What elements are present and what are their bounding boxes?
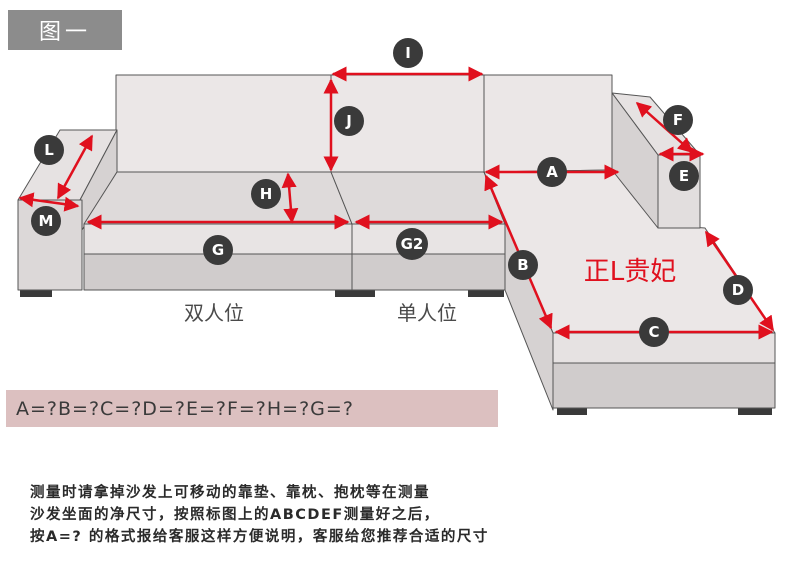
arrow-l — [56, 134, 94, 200]
label-i-badge: I — [393, 38, 423, 68]
back-cushion-chaise — [483, 74, 613, 173]
arrow-m — [18, 192, 80, 212]
label-h: H — [260, 185, 273, 203]
arrow-h — [281, 172, 299, 224]
figure-tag: 图一 — [8, 10, 122, 50]
label-g2: G2 — [401, 235, 424, 253]
label-g-badge: G — [203, 235, 233, 265]
label-m-badge: M — [31, 206, 61, 236]
label-i: I — [405, 44, 411, 62]
seat-front-single — [351, 223, 506, 255]
label-l: L — [44, 141, 54, 159]
label-e-badge: E — [669, 161, 699, 191]
back-cushion-left — [115, 74, 332, 173]
base-front-single — [351, 253, 506, 291]
label-b: B — [517, 256, 528, 274]
label-b-badge: B — [508, 250, 538, 280]
label-j: J — [345, 112, 352, 130]
instruction-line-3: 按A=? 的格式报给客服这样方便说明，客服给您推荐合适的尺寸 — [30, 529, 489, 545]
label-a: A — [546, 163, 558, 181]
formula-box: A=?B=?C=?D=?E=?F=?H=?G=? — [6, 390, 498, 427]
brand-label: 正L贵妃 — [584, 257, 677, 287]
label-m: M — [39, 212, 54, 230]
label-j-badge: J — [334, 106, 364, 136]
label-g: G — [212, 241, 224, 259]
chaise-front-base — [552, 362, 776, 409]
arrow-f — [635, 102, 694, 153]
label-l-badge: L — [34, 135, 64, 165]
label-h-badge: H — [251, 179, 281, 209]
caption-single-seat: 单人位 — [397, 301, 457, 325]
seat-cushion-double — [83, 171, 353, 225]
label-c: C — [648, 323, 659, 341]
label-e: E — [679, 167, 689, 185]
instructions: 测量时请拿掉沙发上可移动的靠垫、靠枕、抱枕等在测量 沙发坐面的净尺寸，按照标图上… — [30, 482, 770, 548]
instruction-line-2: 沙发坐面的净尺寸，按照标图上的ABCDEF测量好之后， — [30, 507, 440, 523]
label-d: D — [732, 281, 744, 299]
formula-text: A=?B=?C=?D=?E=?F=?H=?G=? — [16, 397, 354, 420]
label-d-badge: D — [723, 275, 753, 305]
label-f-badge: F — [663, 105, 693, 135]
instruction-line-1: 测量时请拿掉沙发上可移动的靠垫、靠枕、抱枕等在测量 — [30, 485, 430, 501]
label-f: F — [673, 111, 683, 129]
seat-cushion-single — [330, 171, 506, 225]
label-a-badge: A — [537, 157, 567, 187]
label-c-badge: C — [639, 317, 669, 347]
caption-double-seat: 双人位 — [184, 301, 244, 325]
label-g2-badge: G2 — [396, 228, 428, 260]
